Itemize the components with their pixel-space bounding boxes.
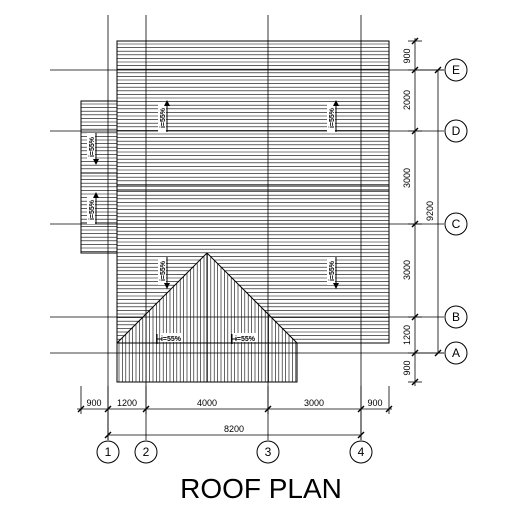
drawing-title: ROOF PLAN bbox=[180, 473, 342, 504]
main-roof-hatching bbox=[117, 43, 389, 344]
dim-right-1: 900 bbox=[402, 48, 412, 63]
dim-right-5: 1200 bbox=[402, 325, 412, 345]
grid-bubble-3 bbox=[256, 440, 280, 464]
dim-right-3: 3000 bbox=[402, 168, 412, 188]
grid-lines bbox=[50, 15, 444, 440]
grid-bubble-a bbox=[444, 341, 468, 365]
slope-marker: i=55% bbox=[327, 257, 339, 289]
slope-marker: i=55% bbox=[158, 257, 170, 289]
dim-bottom-total: 8200 bbox=[224, 424, 244, 434]
grid-bubble-b bbox=[444, 305, 468, 329]
slope-marker: i=55% bbox=[156, 333, 182, 344]
grid-label-b: B bbox=[452, 310, 460, 324]
slope-marker: i=55% bbox=[87, 133, 99, 165]
dim-right-2: 2000 bbox=[402, 90, 412, 110]
dim-bottom-2: 1200 bbox=[117, 398, 137, 408]
dim-right-6: 900 bbox=[402, 360, 412, 375]
bottom-dimension-lines bbox=[77, 386, 392, 440]
grid-bubble-4 bbox=[349, 440, 373, 464]
slope-label: i=55% bbox=[235, 336, 256, 343]
slope-marker: i=55% bbox=[158, 100, 170, 132]
grid-label-1: 1 bbox=[105, 445, 112, 459]
grid-bubble-2 bbox=[134, 440, 158, 464]
slope-marker: i=55% bbox=[87, 192, 99, 224]
slope-marker: i=55% bbox=[327, 100, 339, 132]
slope-label: i=55% bbox=[89, 199, 96, 220]
grid-label-4: 4 bbox=[358, 445, 365, 459]
grid-bubble-1 bbox=[96, 440, 120, 464]
grid-label-2: 2 bbox=[143, 445, 150, 459]
grid-bubble-e bbox=[444, 58, 468, 82]
grid-label-e: E bbox=[452, 63, 460, 77]
slope-label: i=55% bbox=[160, 107, 167, 128]
roof-outline bbox=[80, 40, 390, 383]
left-wing-hatching bbox=[81, 103, 117, 252]
grid-label-d: D bbox=[452, 124, 461, 138]
slope-label: i=55% bbox=[160, 260, 167, 281]
slope-label: i=55% bbox=[329, 107, 336, 128]
grid-bubble-c bbox=[444, 212, 468, 236]
grid-label-a: A bbox=[452, 346, 460, 360]
grid-label-3: 3 bbox=[265, 445, 272, 459]
dim-right-4: 3000 bbox=[402, 260, 412, 280]
slope-marker: i=55% bbox=[231, 333, 256, 344]
dim-bottom-5: 900 bbox=[367, 398, 382, 408]
grid-label-c: C bbox=[452, 217, 461, 231]
dim-right-total: 9200 bbox=[425, 201, 435, 221]
dim-bottom-3: 4000 bbox=[197, 398, 217, 408]
right-dimension-ticks bbox=[411, 37, 442, 386]
slope-label: i=55% bbox=[89, 136, 96, 157]
slope-label: i=55% bbox=[161, 336, 182, 343]
bottom-dimension-ticks bbox=[77, 405, 393, 439]
dim-bottom-1: 900 bbox=[86, 398, 101, 408]
dim-bottom-4: 3000 bbox=[304, 398, 324, 408]
grid-bubble-d bbox=[444, 119, 468, 143]
slope-label: i=55% bbox=[329, 260, 336, 281]
